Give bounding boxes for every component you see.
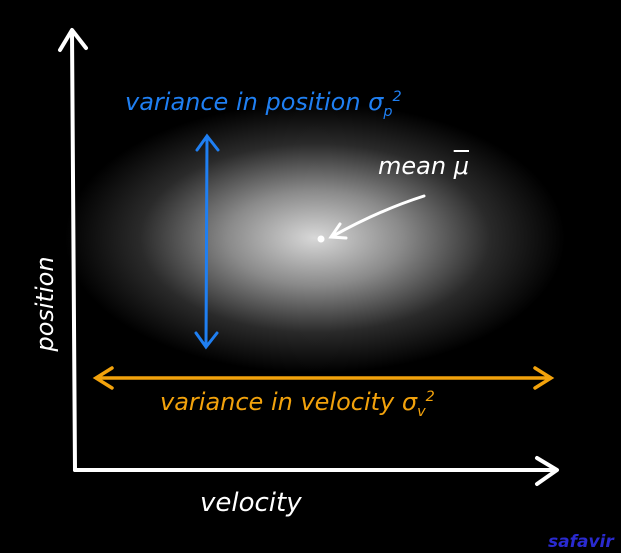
position-variance-label: variance in position σp2 <box>125 88 402 120</box>
velocity-variance-label: variance in velocity σv2 <box>160 388 435 420</box>
mean-pointer-arrow <box>328 194 426 240</box>
x-axis-label: velocity <box>200 488 302 518</box>
mu-symbol: μ <box>453 152 469 180</box>
gaussian-distribution-blob <box>65 103 565 373</box>
subscript: p <box>383 103 393 120</box>
label-text: variance in position <box>125 88 369 116</box>
superscript: 2 <box>425 389 435 405</box>
label-text: variance in velocity <box>160 388 402 416</box>
y-axis-arrow <box>58 28 88 472</box>
position-variance-arrow <box>194 133 220 350</box>
subscript: v <box>417 403 426 420</box>
y-axis-label: position <box>31 256 59 352</box>
x-axis-arrow <box>73 456 559 486</box>
sigma-symbol: σ <box>368 88 384 116</box>
mean-label: mean μ <box>378 152 469 180</box>
velocity-variance-arrow <box>92 366 555 390</box>
sigma-symbol: σ <box>401 388 418 416</box>
superscript: 2 <box>392 89 402 105</box>
label-text: mean <box>378 152 454 180</box>
watermark-logo: safavir <box>548 532 614 552</box>
mean-point <box>317 235 325 243</box>
